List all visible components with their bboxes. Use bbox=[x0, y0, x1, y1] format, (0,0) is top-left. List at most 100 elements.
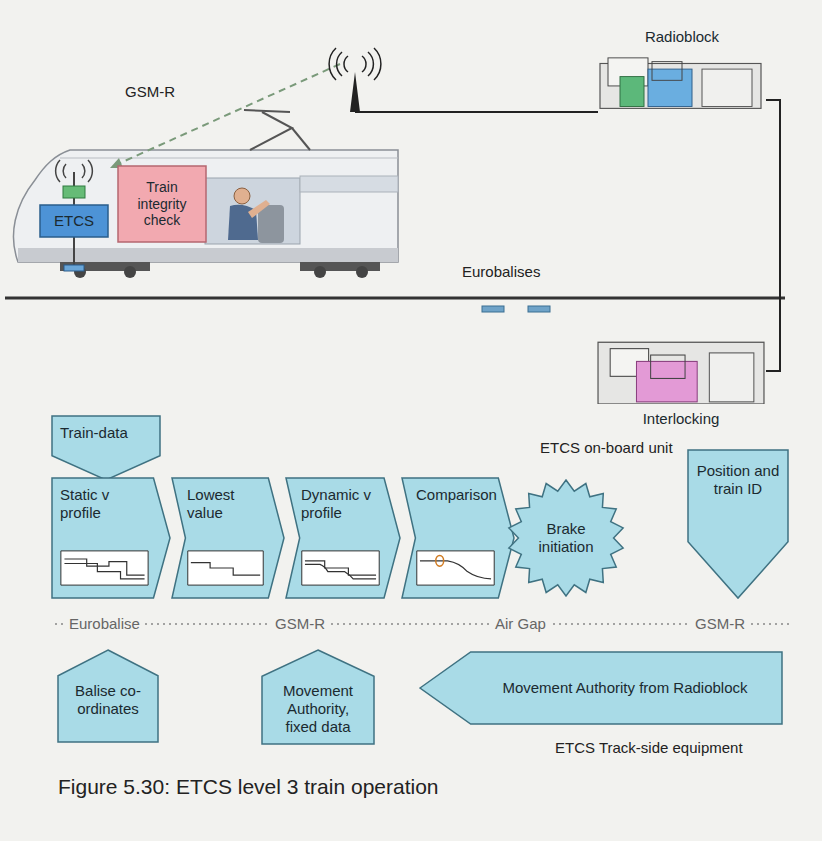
process-chevron: Dynamic v profile bbox=[286, 478, 400, 598]
drawing-part bbox=[702, 69, 752, 106]
drawing-part bbox=[598, 342, 764, 404]
input-arrow: Movement Authority from Radioblock bbox=[420, 652, 782, 724]
process-chevron-outline bbox=[172, 478, 284, 598]
train-illustration bbox=[13, 150, 398, 262]
drawing-part bbox=[436, 555, 444, 566]
drawing-part bbox=[652, 62, 682, 81]
text-holder: Brake initiation bbox=[528, 520, 604, 556]
train-illustration bbox=[124, 266, 136, 278]
text-holder: Train-data bbox=[60, 424, 152, 442]
input-tab-outline bbox=[262, 650, 374, 744]
train-illustration bbox=[205, 178, 300, 244]
process-chevron: Comparison bbox=[402, 478, 514, 598]
node-text: Movement Authority from Radioblock bbox=[478, 679, 772, 697]
etcs-box-outline bbox=[40, 205, 108, 237]
text-holder: Position and train ID bbox=[696, 462, 780, 498]
node-text: Balise co-ordinates bbox=[66, 682, 150, 718]
train-illustration bbox=[300, 262, 380, 271]
train-illustration bbox=[314, 266, 326, 278]
process-chevron: Lowest value bbox=[172, 478, 284, 598]
text-label: GSM-R bbox=[125, 82, 175, 102]
process-chevron-outline bbox=[52, 478, 170, 598]
driver-figure bbox=[258, 205, 284, 243]
train-illustration bbox=[356, 266, 368, 278]
text-holder: Radioblock bbox=[602, 28, 762, 46]
radio-tower bbox=[350, 72, 360, 112]
drawing-part bbox=[188, 551, 263, 585]
pantograph bbox=[244, 110, 310, 150]
text-label: Air Gap bbox=[490, 614, 551, 634]
integrity-check-box-outline bbox=[118, 166, 206, 242]
figure-caption: Figure 5.30: ETCS level 3 train operatio… bbox=[58, 774, 439, 800]
radioblock-building: Radioblock bbox=[598, 26, 766, 114]
text-holder: Static v profile bbox=[60, 486, 153, 522]
speed-profile-chart bbox=[416, 550, 495, 586]
train-illustration bbox=[13, 150, 398, 278]
etcs-box: ETCS bbox=[40, 205, 108, 237]
gsm-r-radio-link bbox=[118, 64, 340, 164]
pantograph bbox=[244, 110, 290, 112]
process-chevron-outline bbox=[402, 478, 514, 598]
train-antenna bbox=[63, 186, 85, 198]
gsm-r-radio-link bbox=[110, 64, 340, 168]
building-drawing bbox=[598, 56, 766, 114]
drawing-part bbox=[648, 69, 692, 106]
drawing-part bbox=[302, 551, 379, 585]
node-text: Interlocking bbox=[600, 410, 762, 428]
driver-figure bbox=[234, 188, 250, 204]
pantograph bbox=[292, 128, 310, 150]
drawing-part bbox=[636, 361, 697, 401]
drawing-part bbox=[417, 551, 494, 585]
radio-tower bbox=[329, 48, 598, 112]
node-text: Brake initiation bbox=[528, 520, 604, 556]
radio-tower bbox=[355, 111, 598, 113]
drawing-part bbox=[64, 564, 144, 579]
track bbox=[5, 297, 785, 300]
eurobalise-symbol bbox=[528, 306, 550, 312]
node-text: Train-data bbox=[60, 424, 152, 442]
drawing-part bbox=[61, 551, 148, 585]
brake-starburst: Brake initiation bbox=[508, 480, 624, 596]
output-tab: Position and train ID bbox=[688, 450, 788, 598]
node-text: Position and train ID bbox=[696, 462, 780, 498]
text-label: GSM-R bbox=[690, 614, 750, 634]
text-holder: Interlocking bbox=[600, 410, 762, 428]
dotted-divider bbox=[55, 624, 790, 625]
driver-figure bbox=[248, 200, 270, 218]
text-holder: Movement Authority from Radioblock bbox=[478, 679, 772, 697]
speed-profile-chart bbox=[60, 550, 149, 586]
drawing-part bbox=[620, 77, 644, 107]
node-text: Lowest value bbox=[187, 486, 268, 522]
text-label: ETCS Track-side equipment bbox=[555, 738, 743, 758]
dotted-divider bbox=[55, 623, 790, 625]
drawing-part bbox=[709, 353, 754, 402]
brake-starburst-outline bbox=[509, 480, 623, 596]
node-text: Movement Authority, fixed data bbox=[270, 682, 366, 736]
node-text: Train integrity check bbox=[123, 179, 201, 229]
drawing-part bbox=[651, 355, 685, 378]
node-text: Comparison bbox=[416, 486, 499, 504]
pantograph bbox=[250, 112, 292, 150]
train-data-tab-outline bbox=[52, 416, 160, 480]
text-label: ETCS on-board unit bbox=[540, 438, 673, 458]
text-holder: Movement Authority, fixed data bbox=[270, 682, 366, 736]
train-antenna bbox=[73, 237, 75, 266]
text-holder: Comparison bbox=[416, 486, 499, 504]
process-chevron: Static v profile bbox=[52, 478, 170, 598]
driver-figure bbox=[228, 188, 284, 243]
train-illustration bbox=[60, 158, 398, 159]
radio-tower bbox=[329, 48, 381, 80]
interlocking-building: Interlocking bbox=[596, 338, 766, 436]
node-text: Dynamic v profile bbox=[301, 486, 384, 522]
text-holder: Dynamic v profile bbox=[301, 486, 384, 522]
speed-profile-chart bbox=[187, 550, 264, 586]
input-tab: Balise co-ordinates bbox=[58, 650, 158, 742]
drawing-part bbox=[420, 561, 491, 579]
node-text: ETCS bbox=[43, 212, 105, 230]
text-label: GSM-R bbox=[270, 614, 330, 634]
input-tab: Movement Authority, fixed data bbox=[262, 650, 374, 744]
text-label: Eurobalise bbox=[64, 614, 145, 634]
text-label: Eurobalises bbox=[462, 262, 540, 282]
text-holder: ETCS bbox=[43, 212, 105, 230]
text-holder: Lowest value bbox=[187, 486, 268, 522]
